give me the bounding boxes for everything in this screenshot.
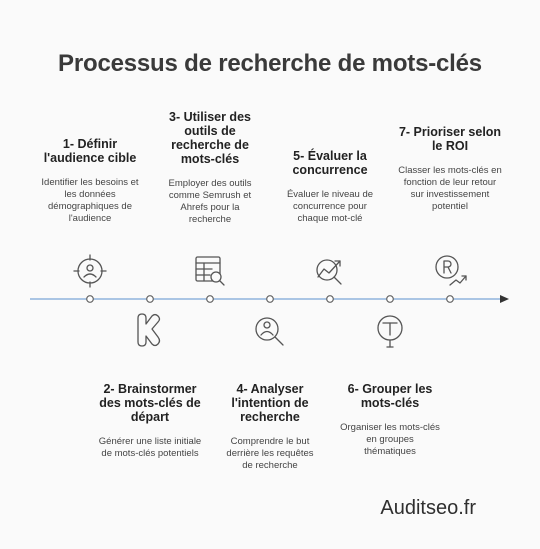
timeline-dot (386, 295, 394, 303)
step-3: 3- Utiliser des outils de recherche de m… (158, 110, 262, 226)
step-2-title: 2- Brainstormer des mots-clés de départ (99, 382, 201, 424)
trend-search-icon (310, 251, 350, 291)
step-4-description: Comprendre le but derrière les requêtes … (226, 436, 314, 471)
registered-growth-icon (430, 251, 470, 291)
kickstarter-k-icon (130, 310, 170, 350)
timeline-dot (326, 295, 334, 303)
step-6: 6- Grouper les mots-clés Organiser les m… (340, 382, 440, 458)
step-4-title: 4- Analyser l'intention de recherche (231, 382, 309, 424)
timeline-dot (86, 295, 94, 303)
step-5-description: Évaluer le niveau de concurrence pour ch… (286, 189, 374, 224)
typography-icon (370, 310, 410, 350)
target-person-icon (70, 251, 110, 291)
timeline-dot (266, 295, 274, 303)
step-2-description: Générer une liste initiale de mots-clés … (98, 436, 202, 459)
step-6-title: 6- Grouper les mots-clés (347, 382, 433, 410)
step-5: 5- Évaluer la concurrence Évaluer le niv… (280, 149, 380, 225)
step-7-title: 7- Prioriser selon le ROI (398, 125, 502, 153)
step-2: 2- Brainstormer des mots-clés de départ … (96, 382, 204, 460)
step-3-description: Employer des outils comme Semrush et Ahr… (168, 178, 252, 225)
step-3-title: 3- Utiliser des outils de recherche de m… (169, 110, 251, 166)
step-1: 1- Définir l'audience cible Identifier l… (40, 137, 140, 225)
step-6-description: Organiser les mots-clés en groupes théma… (340, 422, 440, 457)
step-7: 7- Prioriser selon le ROI Classer les mo… (398, 125, 502, 213)
step-7-description: Classer les mots-clés en fonction de leu… (398, 165, 502, 212)
timeline-arrowhead (500, 295, 509, 303)
timeline-dot (146, 295, 154, 303)
person-search-icon (250, 312, 290, 352)
brand-logo: Auditseo.fr (380, 497, 476, 519)
timeline-dot (446, 295, 454, 303)
step-1-title: 1- Définir l'audience cible (43, 137, 137, 165)
page-title: Processus de recherche de mots-clés (58, 50, 482, 77)
step-4: 4- Analyser l'intention de recherche Com… (220, 382, 320, 472)
table-search-icon (190, 251, 230, 291)
step-1-description: Identifier les besoins et les données dé… (41, 177, 139, 224)
timeline-dot (206, 295, 214, 303)
step-5-title: 5- Évaluer la concurrence (292, 149, 368, 177)
